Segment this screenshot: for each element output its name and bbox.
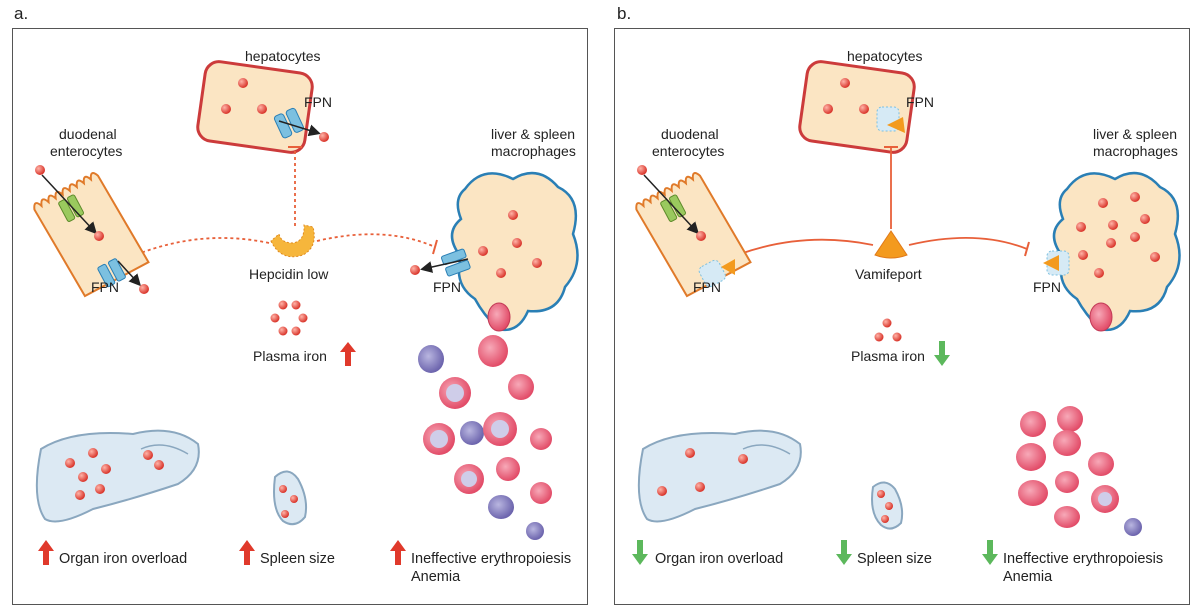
macrophage-cell bbox=[1043, 171, 1181, 332]
hepatocytes-label: hepatocytes bbox=[847, 48, 923, 64]
down-arrow-icon bbox=[632, 540, 648, 565]
duodenal-enterocyte-cell bbox=[635, 172, 752, 298]
fpn-top-label: FPN bbox=[304, 94, 332, 110]
liver-organ bbox=[637, 429, 802, 523]
macrophage-label-line2: macrophages bbox=[1093, 143, 1178, 159]
hepatocyte-cell bbox=[798, 60, 916, 154]
up-arrow-icon bbox=[390, 540, 406, 565]
down-arrow-icon bbox=[836, 540, 852, 565]
up-arrow-icon bbox=[38, 540, 54, 565]
organ-iron-overload-label: Organ iron overload bbox=[59, 551, 187, 567]
anemia-label: Anemia bbox=[1003, 569, 1053, 585]
panel-letter-b: b. bbox=[617, 4, 632, 23]
erythropoiesis-label: Ineffective erythropoiesis bbox=[1003, 551, 1163, 567]
duodenal-label-line2: enterocytes bbox=[50, 143, 122, 159]
plasma-iron-label: Plasma iron bbox=[851, 348, 925, 364]
vamifeport-label: Vamifeport bbox=[855, 266, 922, 282]
liver-organ bbox=[35, 429, 200, 523]
fpn-channel-blocked-hepatocyte bbox=[876, 106, 905, 133]
fpn-right-label: FPN bbox=[433, 279, 461, 295]
fpn-left-label: FPN bbox=[693, 279, 721, 295]
erythrocyte-cluster bbox=[1016, 406, 1142, 536]
hepatocytes-label: hepatocytes bbox=[245, 48, 321, 64]
plasma-iron-particles bbox=[270, 300, 308, 336]
macrophage-label-line1: liver & spleen bbox=[1093, 126, 1177, 142]
macrophage-label-line1: liver & spleen bbox=[491, 126, 575, 142]
down-arrow-icon bbox=[982, 540, 998, 565]
hepcidin-molecule bbox=[270, 224, 315, 258]
duodenal-enterocyte-cell bbox=[33, 172, 150, 298]
erythropoiesis-label: Ineffective erythropoiesis bbox=[411, 551, 571, 567]
fpn-right-label: FPN bbox=[1033, 279, 1061, 295]
up-arrow-icon bbox=[239, 540, 255, 565]
spleen-size-label: Spleen size bbox=[857, 551, 932, 567]
spleen-organ bbox=[273, 470, 308, 526]
hepatocyte-cell bbox=[196, 60, 329, 154]
panel-b-vamifeport: hepatocytes FPN Vamifeport duodenal ente… bbox=[614, 28, 1190, 605]
plasma-iron-label: Plasma iron bbox=[253, 348, 327, 364]
fpn-top-label: FPN bbox=[906, 94, 934, 110]
plasma-iron-particles bbox=[874, 318, 902, 342]
vamifeport-molecule bbox=[874, 230, 908, 259]
spleen-organ bbox=[871, 481, 904, 530]
fpn-channel-hepatocyte bbox=[273, 107, 304, 139]
macrophage-cell bbox=[410, 171, 579, 332]
fpn-channel-blocked-macrophage bbox=[1043, 250, 1070, 276]
spleen-size-label: Spleen size bbox=[260, 551, 335, 567]
panel-a-hepcidin-low: hepatocytes FPN Hepcidin low duodenal en… bbox=[12, 28, 588, 605]
panel-letter-a: a. bbox=[14, 4, 29, 23]
duodenal-label-line1: duodenal bbox=[661, 126, 719, 142]
organ-iron-overload-label: Organ iron overload bbox=[655, 551, 783, 567]
duodenal-label-line2: enterocytes bbox=[652, 143, 724, 159]
down-arrow-icon bbox=[934, 341, 950, 366]
erythroid-cell-cluster bbox=[418, 335, 552, 540]
duodenal-label-line1: duodenal bbox=[59, 126, 117, 142]
hepcidin-low-label: Hepcidin low bbox=[249, 266, 329, 282]
fpn-left-label: FPN bbox=[91, 279, 119, 295]
up-arrow-icon bbox=[340, 342, 356, 366]
macrophage-label-line2: macrophages bbox=[491, 143, 576, 159]
anemia-label: Anemia bbox=[411, 569, 461, 585]
